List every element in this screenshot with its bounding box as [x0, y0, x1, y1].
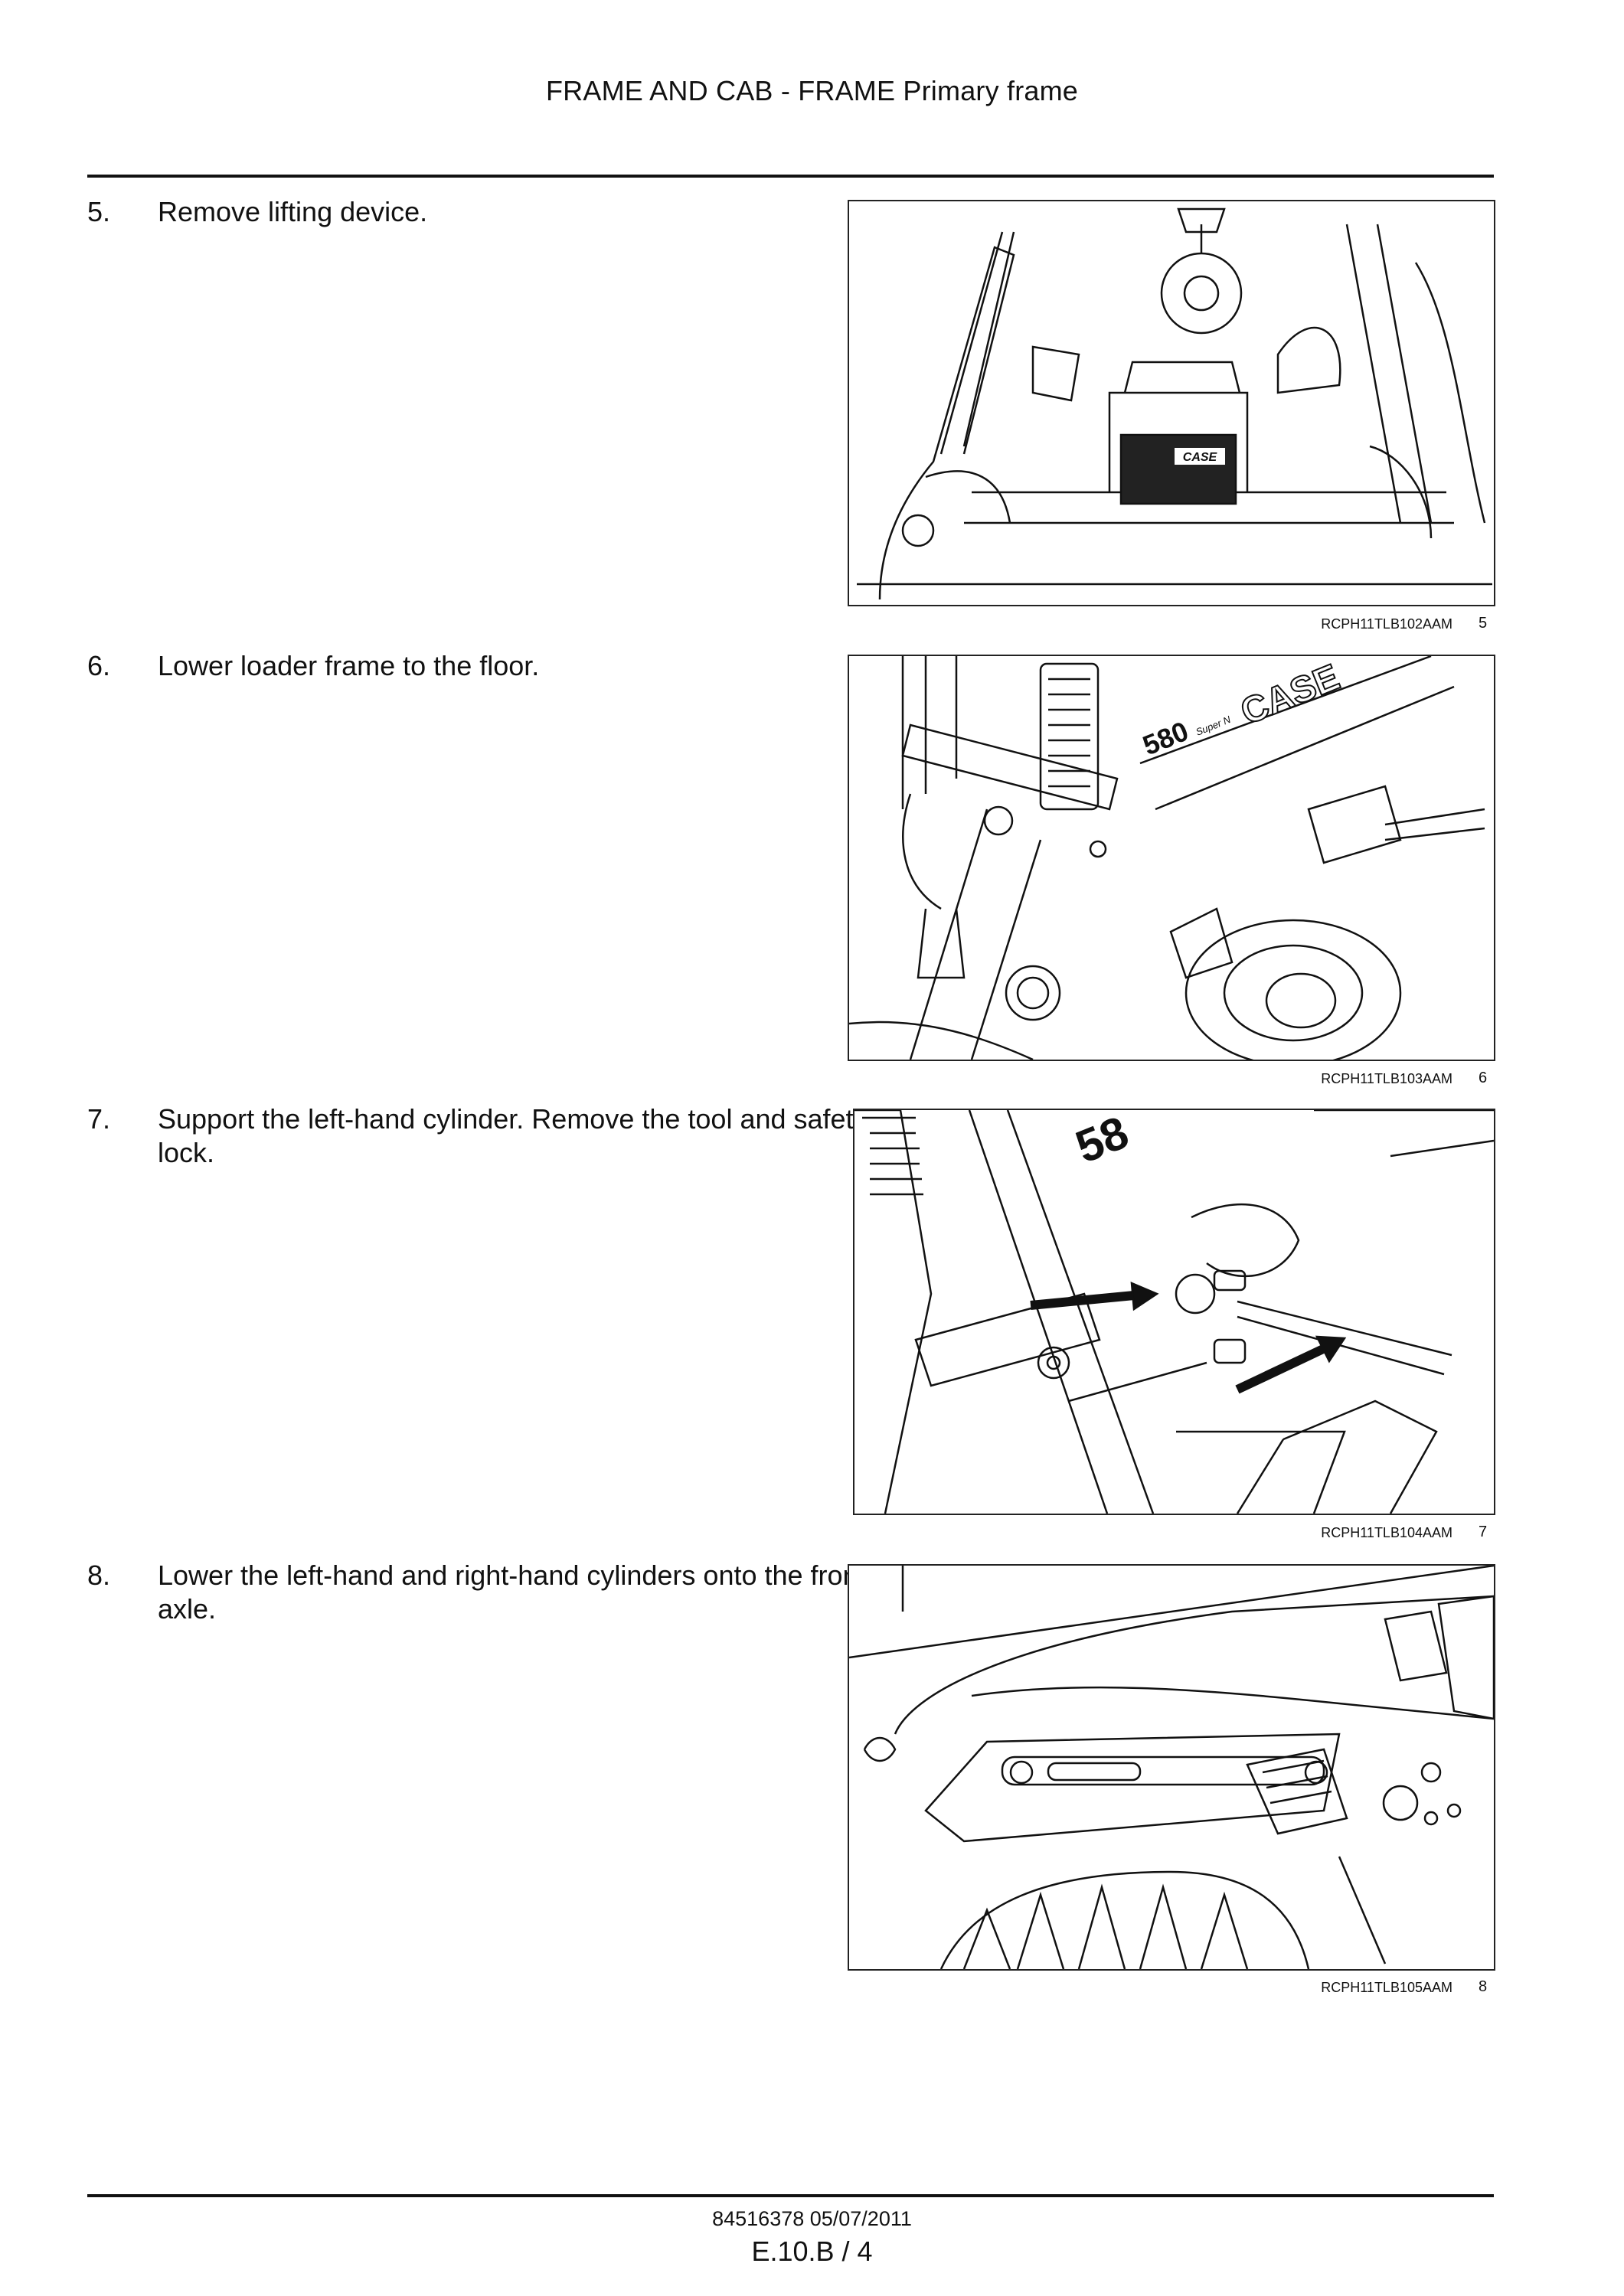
step-number: 5.	[87, 196, 111, 227]
figure-7-number: 7	[1479, 1524, 1488, 1540]
figure-6-id: RCPH11TLB103AAM	[1321, 1071, 1452, 1086]
step-text: Remove lifting device.	[158, 196, 428, 227]
footer-document-code: 84516378 05/07/2011	[712, 2207, 912, 2230]
figure-8-number: 8	[1479, 1978, 1488, 1995]
fig6-model-label: 580	[1139, 715, 1193, 762]
figure-5-number: 5	[1479, 615, 1488, 632]
step-number: 8.	[87, 1560, 111, 1591]
figure-8-id: RCPH11TLB105AAM	[1321, 1980, 1452, 1995]
footer-rule	[87, 2194, 1494, 2197]
figure-6-loader-frame-illustration: 580 Super N CASE	[848, 655, 1495, 1061]
figure-5-id: RCPH11TLB102AAM	[1321, 616, 1452, 632]
figure-7-cylinder-safety-lock-illustration: 58	[853, 1109, 1495, 1515]
page-header-title: FRAME AND CAB - FRAME Primary frame	[545, 75, 1079, 106]
step-number: 7.	[87, 1103, 111, 1135]
figure-5-lifting-device-illustration: CASE	[848, 200, 1495, 606]
header-rule	[87, 175, 1494, 178]
step-text: Lower the left-hand and right-hand cylin…	[158, 1560, 866, 1625]
fig7-model-label: 58	[1069, 1110, 1135, 1173]
fig6-brand-label: CASE	[1235, 657, 1345, 733]
step-number: 6.	[87, 650, 111, 681]
step-text: Support the left-hand cylinder. Remove t…	[158, 1103, 868, 1168]
step-text: Lower loader frame to the floor.	[158, 650, 540, 681]
footer-page-number: E.10.B / 4	[751, 2236, 873, 2267]
figure-7-id: RCPH11TLB104AAM	[1321, 1525, 1452, 1540]
fig5-brand-label: CASE	[1183, 451, 1218, 464]
fig6-model-suffix-label: Super N	[1194, 714, 1233, 738]
figure-6-number: 6	[1479, 1070, 1488, 1086]
figure-8-cylinders-front-axle-illustration	[848, 1564, 1495, 1971]
